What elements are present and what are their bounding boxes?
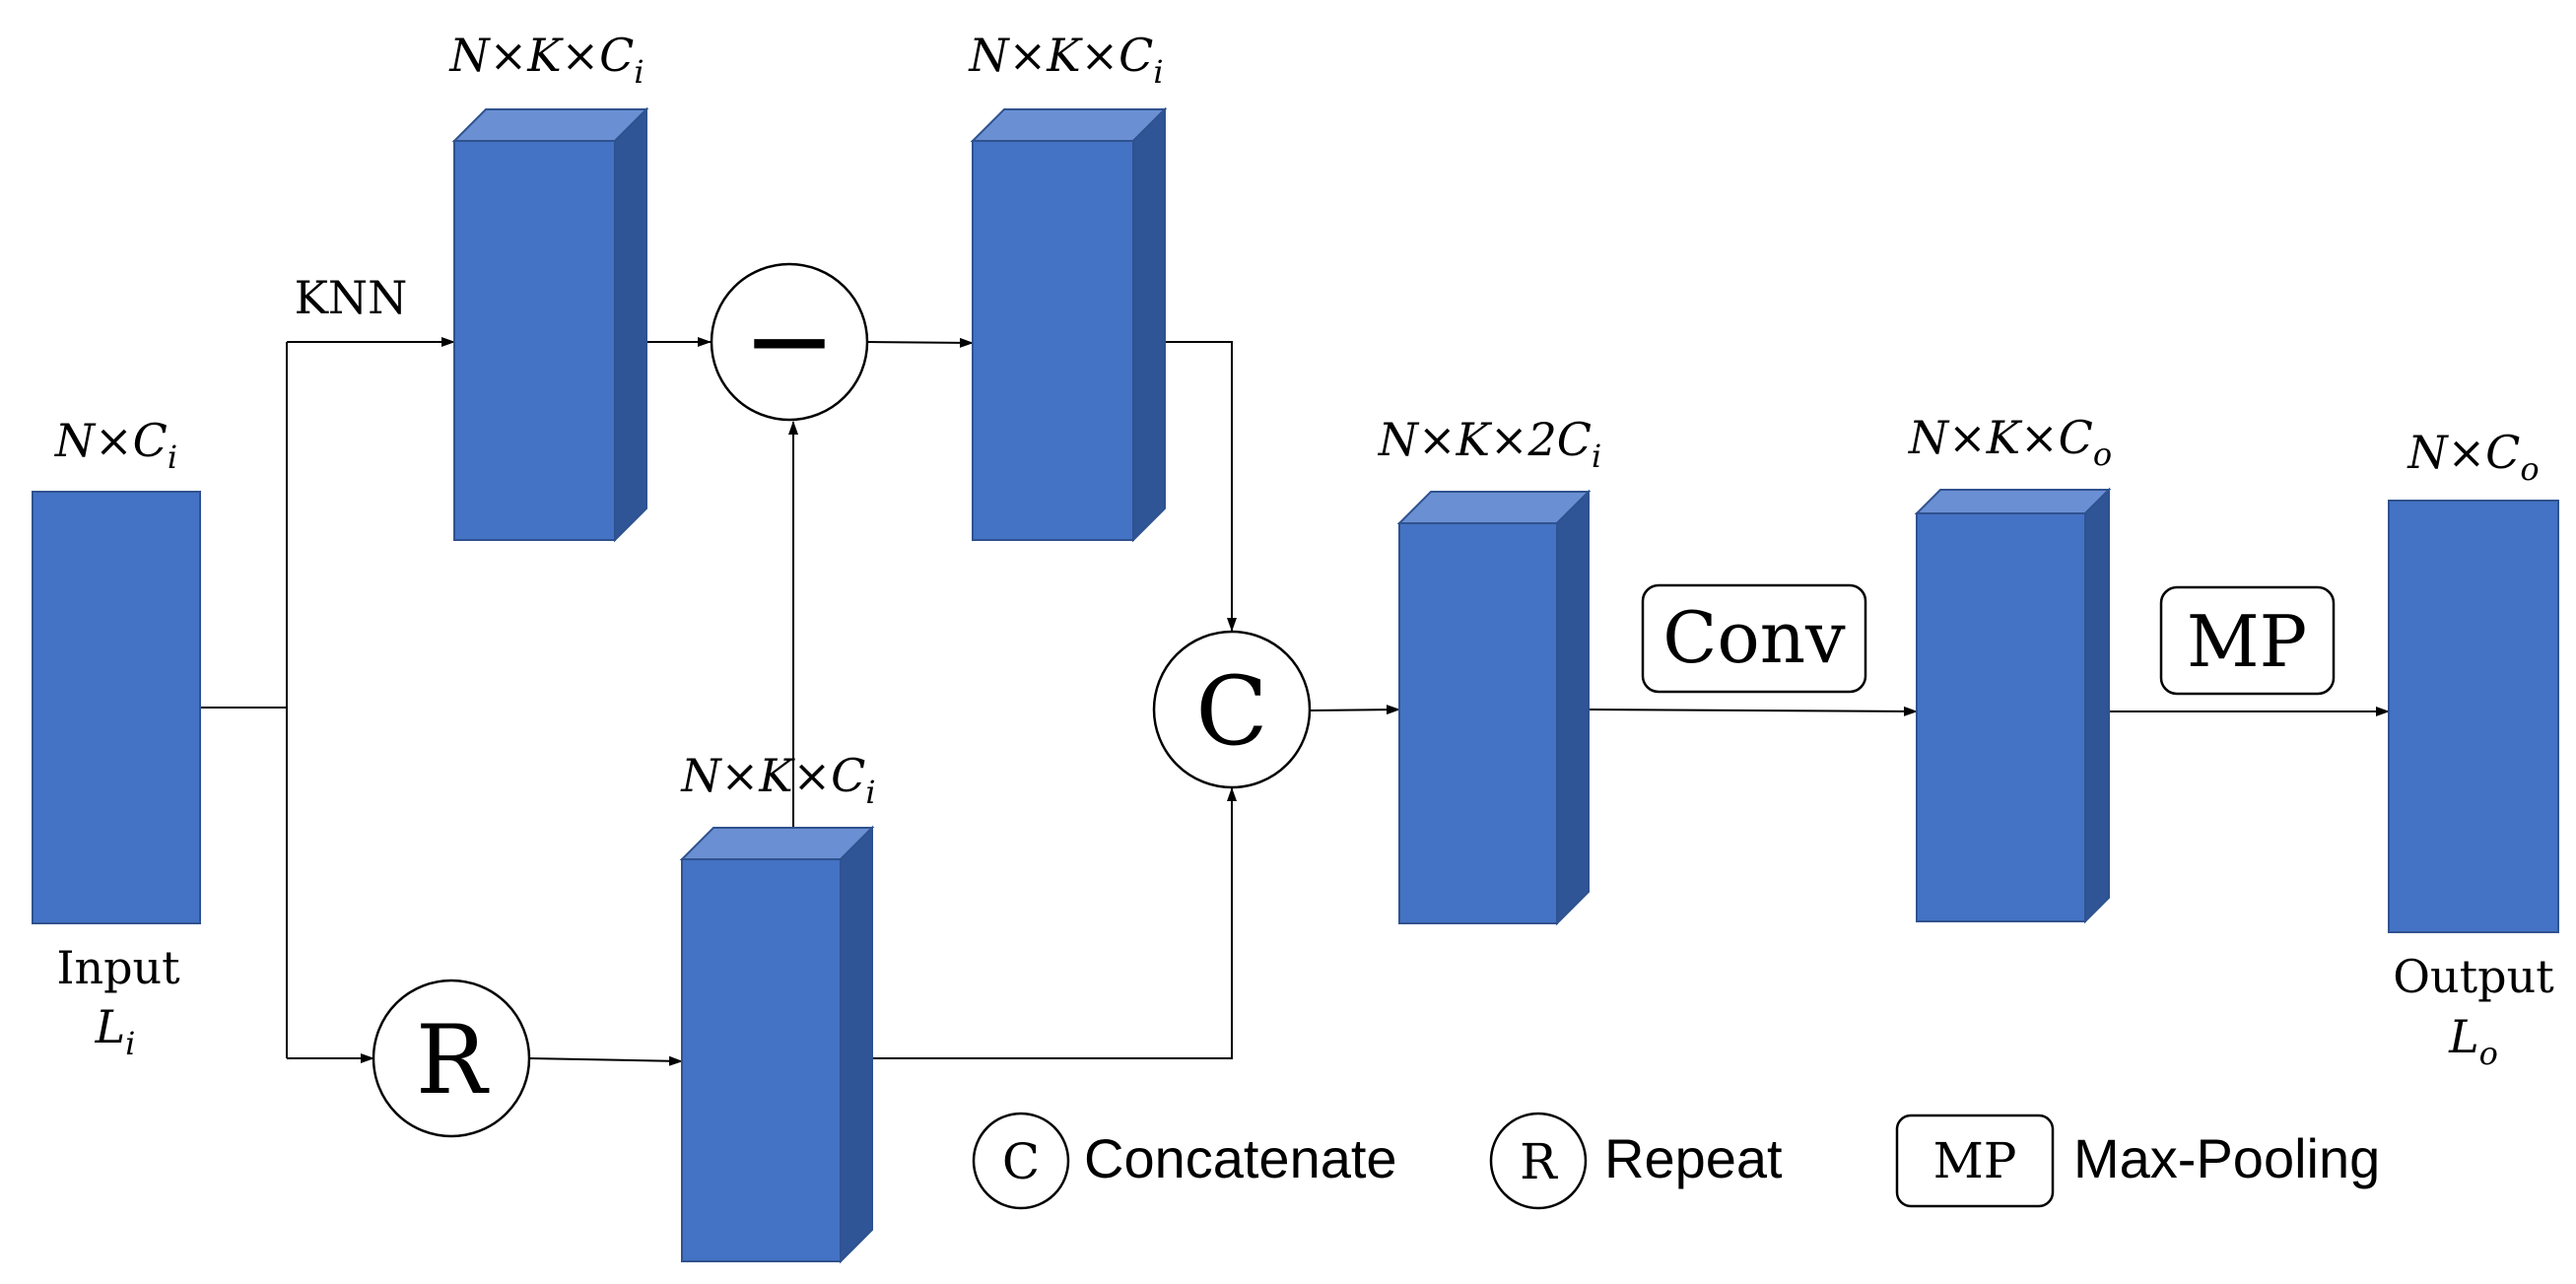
input-caption: Input	[56, 941, 180, 994]
conv-output-block	[1914, 487, 2112, 924]
output-symbol: Lo	[2448, 1010, 2498, 1072]
diff-out-dims-label: N×K×Ci	[968, 29, 1163, 91]
maxpool-label: MP	[2187, 600, 2307, 683]
conv-operator: Conv	[1641, 583, 1867, 694]
repeat-operator: R	[372, 979, 531, 1138]
repeat-to-block-arrow	[528, 1055, 683, 1066]
subtract-symbol: —	[750, 291, 829, 383]
output-dims-label: N×Co	[2407, 426, 2539, 488]
legend-maxpool-symbol: MP	[1933, 1132, 2017, 1189]
concat-operator: C	[1152, 630, 1312, 789]
repeat-output-block	[679, 825, 875, 1264]
concat-symbol: C	[1195, 656, 1267, 767]
subtract-to-diff-arrow	[867, 337, 974, 348]
conv-label: Conv	[1662, 596, 1846, 679]
diff-to-concat-arrow	[1133, 341, 1237, 632]
input-dims-label: N×Ci	[54, 414, 177, 476]
conv-arrow	[1588, 706, 1918, 716]
input-symbol: Li	[95, 1000, 136, 1062]
subtract-operator: —	[710, 262, 869, 422]
knn-output-block	[451, 106, 649, 543]
output-block	[2388, 500, 2559, 933]
conv-out-dims-label: N×K×Co	[1908, 411, 2112, 473]
legend-concat-label: Concatenate	[1084, 1127, 1397, 1189]
repeat-to-concat-arrow	[841, 787, 1237, 1059]
knn-out-dims-label: N×K×Ci	[448, 29, 644, 91]
concat-output-block	[1396, 489, 1592, 926]
legend-concat: C Concatenate	[972, 1112, 1397, 1210]
legend-repeat-label: Repeat	[1604, 1127, 1783, 1189]
legend-repeat: R Repeat	[1489, 1112, 1783, 1210]
legend-maxpool: MP Max-Pooling	[1895, 1114, 2380, 1208]
input-block	[32, 491, 201, 924]
output-caption: Output	[2393, 950, 2554, 1003]
diff-output-block	[970, 106, 1168, 543]
connectors	[199, 337, 2390, 1066]
legend-concat-symbol: C	[1002, 1133, 1040, 1190]
concat-out-dims-label: N×K×2Ci	[1378, 413, 1601, 475]
knn-label: KNN	[295, 271, 408, 324]
repeat-symbol: R	[416, 1005, 490, 1115]
legend-maxpool-label: Max-Pooling	[2073, 1127, 2380, 1189]
repeat-out-dims-label: N×K×Ci	[680, 749, 875, 811]
maxpool-operator: MP	[2159, 585, 2336, 696]
legend: C Concatenate R Repeat MP Max-Pooling	[972, 1112, 2380, 1210]
legend-repeat-symbol: R	[1520, 1133, 1558, 1190]
